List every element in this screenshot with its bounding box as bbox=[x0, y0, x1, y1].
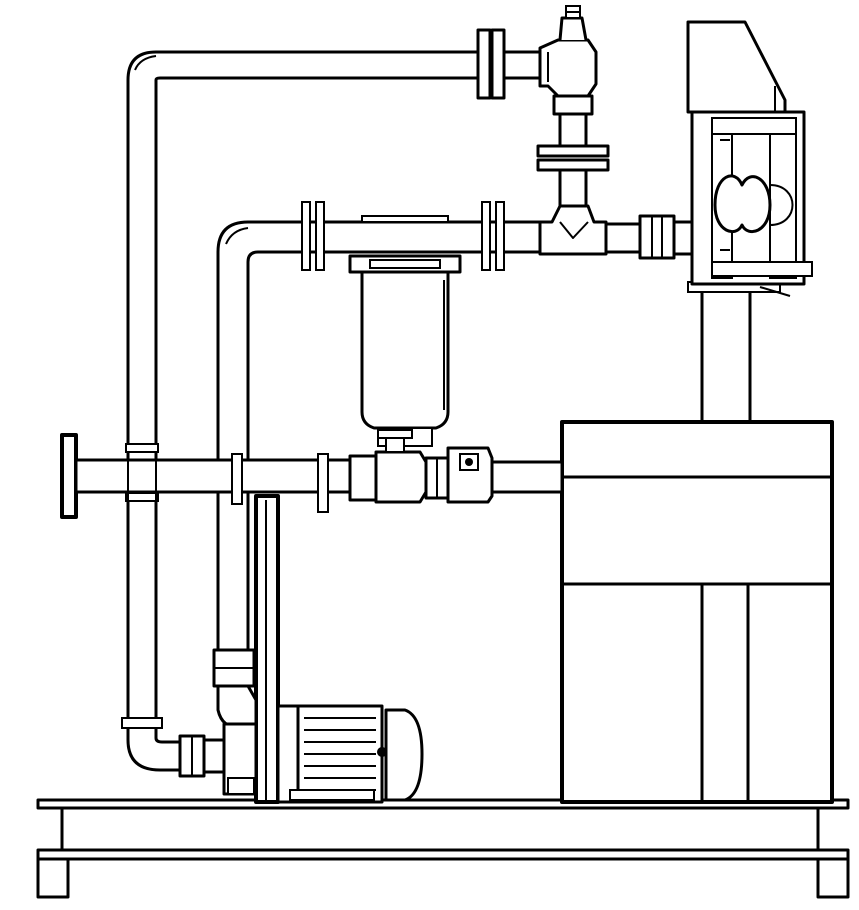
discharge-flange-b bbox=[490, 28, 506, 100]
inlet-flange bbox=[60, 433, 78, 519]
discharge-joint-2 bbox=[125, 492, 159, 502]
actuator-bottom-bar bbox=[711, 261, 813, 277]
header-pipe bbox=[216, 201, 694, 692]
ball-valve-handle bbox=[377, 429, 413, 439]
motor-fan-cover bbox=[384, 708, 424, 802]
header-pipe-outer bbox=[216, 220, 547, 692]
discharge-pipe-inner bbox=[154, 76, 480, 727]
column-clamp-lever bbox=[759, 286, 791, 297]
discharge-flange-a bbox=[476, 28, 492, 100]
discharge-nipple bbox=[502, 50, 542, 80]
vertical-nipple bbox=[558, 112, 588, 148]
discharge-pipe-outer bbox=[126, 50, 480, 727]
gate-valve-knob bbox=[465, 458, 473, 466]
tee-chevron bbox=[559, 221, 589, 239]
discharge-elbow-bottom-inner bbox=[154, 723, 182, 744]
filter-canister bbox=[360, 270, 450, 430]
actuator-hood bbox=[686, 20, 787, 114]
pump-motor bbox=[276, 704, 424, 804]
inlet-pipe-body bbox=[74, 458, 354, 494]
actuator-top-bar bbox=[711, 117, 797, 135]
header-elbow bbox=[225, 227, 249, 245]
base-frame bbox=[36, 798, 850, 899]
filter-housing bbox=[348, 254, 462, 447]
pump-inlet-foot bbox=[227, 777, 255, 795]
discharge-elbow-top bbox=[134, 55, 157, 71]
tee-fitting bbox=[538, 204, 608, 256]
motor-mount-plate bbox=[276, 704, 300, 804]
tee-outlet-pipe bbox=[604, 222, 642, 254]
header-clamp-2b bbox=[495, 201, 505, 271]
vertical-nipple-lower bbox=[558, 168, 588, 208]
header-lower-elbow bbox=[216, 684, 258, 730]
control-cabinet bbox=[560, 420, 834, 804]
filter-top-band bbox=[369, 259, 441, 269]
header-clamp-1a bbox=[301, 201, 311, 271]
right-foot bbox=[816, 857, 850, 899]
ball-valve-body bbox=[374, 450, 428, 504]
actuator-dial bbox=[713, 174, 772, 234]
header-clamp-1b bbox=[315, 201, 325, 271]
inlet-pipe bbox=[60, 429, 564, 519]
left-foot bbox=[36, 857, 70, 899]
pump-union-2 bbox=[202, 738, 226, 774]
discharge-pipe bbox=[125, 5, 610, 727]
base-top-rail bbox=[36, 798, 850, 810]
base-bottom-rail bbox=[36, 848, 850, 861]
discharge-elbow-collar bbox=[121, 717, 163, 729]
discharge-elbow-bottom-outer bbox=[126, 723, 182, 772]
header-clamp-2a bbox=[481, 201, 491, 271]
header-top-plate bbox=[361, 215, 449, 223]
inlet-clamp-1 bbox=[231, 453, 243, 505]
vertical-union-top bbox=[552, 94, 594, 116]
header-pipe-inner bbox=[246, 250, 547, 692]
pump-fittings bbox=[121, 648, 258, 796]
discharge-joint-1 bbox=[125, 443, 159, 453]
tee-outlet-nipple bbox=[672, 220, 694, 256]
cabinet-body bbox=[560, 420, 834, 804]
motor-feet bbox=[289, 789, 375, 801]
inlet-pipe-to-cabinet bbox=[490, 460, 564, 494]
actuator-assembly bbox=[686, 20, 813, 424]
support-post bbox=[254, 494, 280, 804]
actuator-side-knob bbox=[769, 184, 794, 226]
ball-valve-union bbox=[348, 454, 378, 502]
vertical-flange-a bbox=[536, 144, 610, 158]
tee-outlet-union bbox=[638, 214, 676, 260]
inlet-clamp-2 bbox=[317, 453, 329, 513]
check-valve-bonnet bbox=[558, 16, 588, 41]
